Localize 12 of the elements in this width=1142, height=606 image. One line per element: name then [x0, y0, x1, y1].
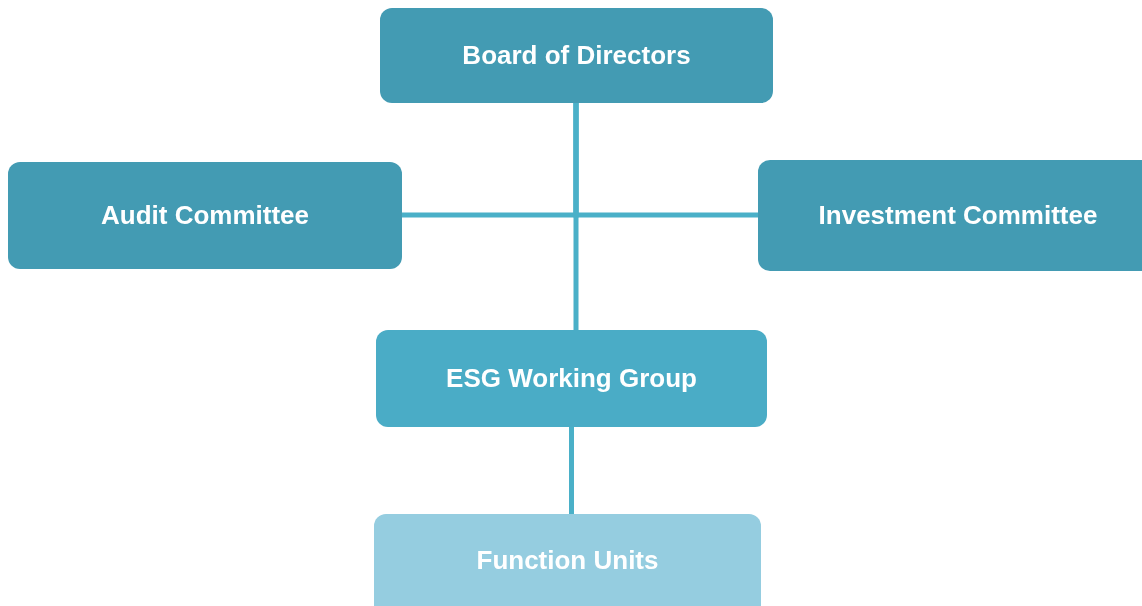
box-label: Function Units — [476, 544, 659, 576]
box-label: Board of Directors — [462, 40, 691, 71]
box-label: Investment Committee — [818, 200, 1098, 231]
org-box — [374, 514, 761, 606]
box-label: Audit Committee — [101, 200, 309, 231]
connector-line — [573, 103, 579, 330]
org-box — [380, 8, 773, 103]
org-box — [8, 162, 402, 269]
box-label: ESG Working Group — [446, 363, 697, 394]
org-box — [758, 160, 1142, 271]
connector-line — [569, 427, 574, 514]
org-box — [376, 330, 767, 427]
